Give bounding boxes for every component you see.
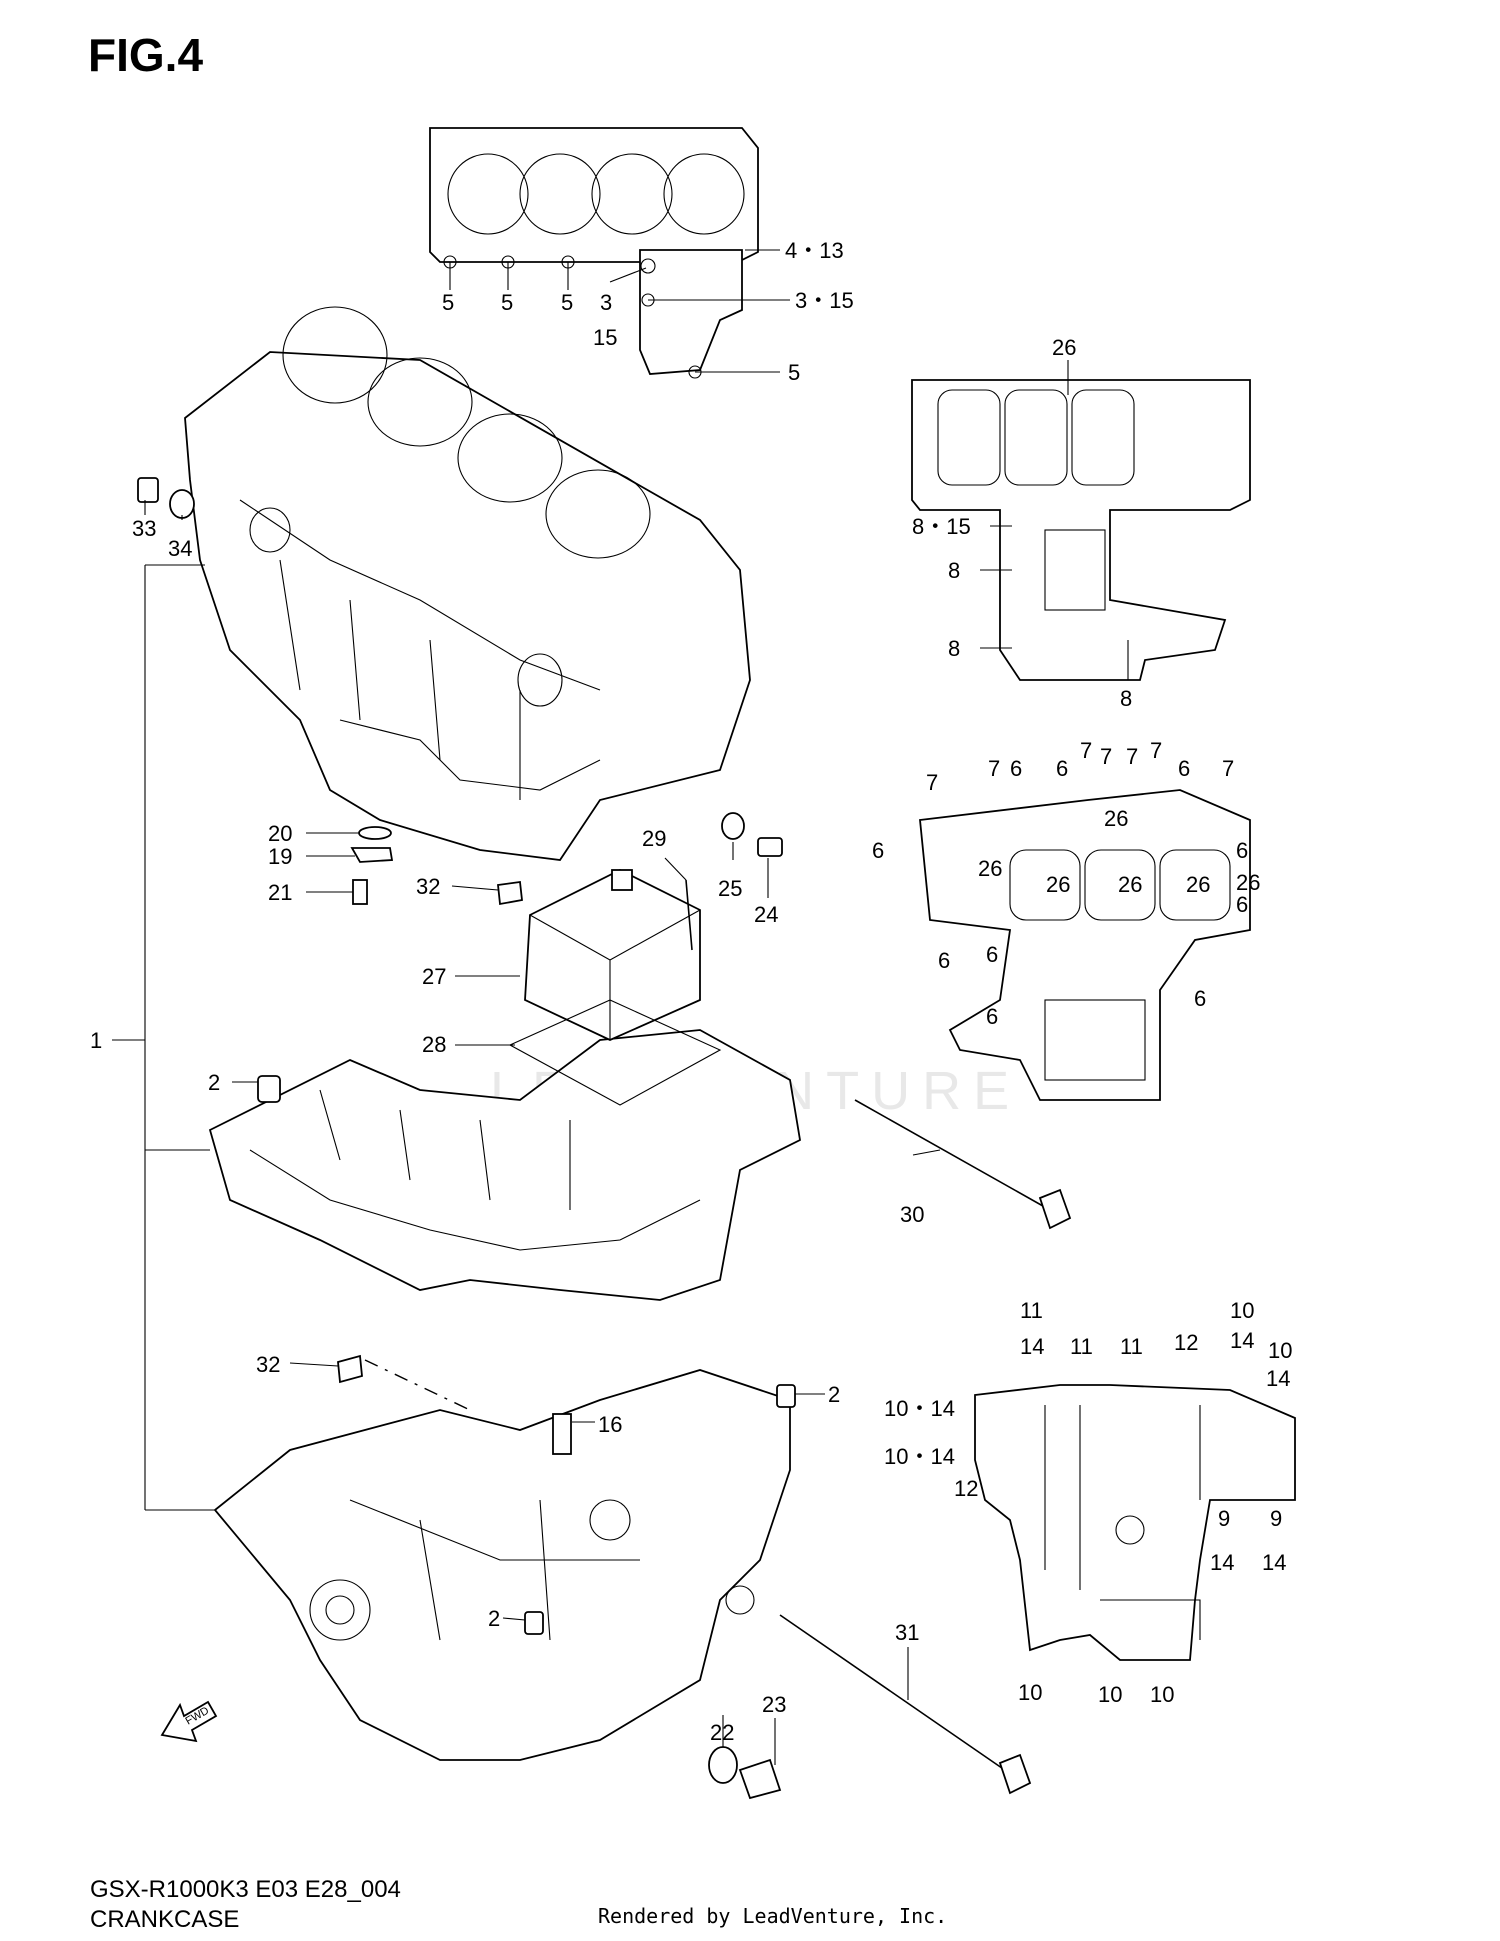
callout-7: 7 xyxy=(1222,756,1234,781)
callout-11: 11 xyxy=(1070,1334,1093,1359)
callout-6: 6 xyxy=(872,838,884,863)
callout-10: 10 xyxy=(1150,1682,1174,1707)
callout-31: 31 xyxy=(895,1620,919,1645)
bolt-30 xyxy=(854,1099,1072,1230)
callout-6: 6 xyxy=(986,1004,998,1029)
figure-name: CRANKCASE xyxy=(90,1906,240,1933)
figure-code: GSX-R1000K3 E03 E28_004 xyxy=(90,1876,401,1903)
callout-2: 2 xyxy=(208,1070,220,1095)
callout-8: 8 xyxy=(948,636,960,661)
cover-gasket xyxy=(508,999,722,1106)
figure-title: FIG.4 xyxy=(88,29,204,81)
callout-6: 6 xyxy=(1194,986,1206,1011)
callout-6: 6 xyxy=(1236,892,1248,917)
callout-5: 5 xyxy=(501,290,513,315)
callout-10-14: 10・14 xyxy=(884,1444,955,1469)
bolt-31 xyxy=(779,1614,1032,1795)
callout-1: 1 xyxy=(90,1028,102,1053)
callout-14: 14 xyxy=(1262,1550,1286,1575)
callout-10-14: 10・14 xyxy=(884,1396,955,1421)
callout-28: 28 xyxy=(422,1032,446,1057)
callout-6: 6 xyxy=(1236,838,1248,863)
callout-26: 26 xyxy=(1118,872,1142,897)
callout-23: 23 xyxy=(762,1692,786,1717)
callout-19: 19 xyxy=(268,844,292,869)
callouts: 4・13 5 5 5 3 15 3・15 5 26 8・15 8 8 8 33 … xyxy=(90,238,1292,1745)
callout-29: 29 xyxy=(642,826,666,851)
callout-11: 11 xyxy=(1020,1298,1043,1323)
fwd-arrow-icon: FWD xyxy=(160,1700,218,1743)
callout-9: 9 xyxy=(1270,1506,1282,1531)
callout-2: 2 xyxy=(488,1606,500,1631)
callout-34: 34 xyxy=(168,536,192,561)
callout-5: 5 xyxy=(788,360,800,385)
callout-16: 16 xyxy=(598,1412,622,1437)
upper-case-top-view xyxy=(911,379,1251,681)
callout-12: 12 xyxy=(954,1476,978,1501)
callout-8-15: 8・15 xyxy=(912,514,971,539)
callout-14: 14 xyxy=(1230,1328,1254,1353)
small-parts xyxy=(137,477,796,1800)
callout-26: 26 xyxy=(978,856,1002,881)
callout-5: 5 xyxy=(442,290,454,315)
callout-27: 27 xyxy=(422,964,446,989)
callout-10: 10 xyxy=(1098,1682,1122,1707)
callout-7: 7 xyxy=(926,770,938,795)
callout-15: 15 xyxy=(593,325,617,350)
callout-8: 8 xyxy=(948,558,960,583)
callout-14: 14 xyxy=(1210,1550,1234,1575)
callout-6: 6 xyxy=(938,948,950,973)
callout-5: 5 xyxy=(561,290,573,315)
callout-7: 7 xyxy=(1126,744,1138,769)
upper-crankcase xyxy=(184,306,751,861)
callout-9: 9 xyxy=(1218,1506,1230,1531)
callout-6: 6 xyxy=(1010,756,1022,781)
center-line xyxy=(364,1359,471,1411)
callout-6: 6 xyxy=(1178,756,1190,781)
callout-3: 3 xyxy=(600,290,612,315)
callout-14: 14 xyxy=(1266,1366,1290,1391)
callout-7: 7 xyxy=(1100,744,1112,769)
oil-cooler-cover xyxy=(524,868,701,1041)
callout-6: 6 xyxy=(986,942,998,967)
lower-case-bottom-view xyxy=(974,1384,1296,1661)
callout-33: 33 xyxy=(132,516,156,541)
callout-3-15: 3・15 xyxy=(795,288,854,313)
callout-21: 21 xyxy=(268,880,292,905)
callout-26: 26 xyxy=(1186,872,1210,897)
callout-6: 6 xyxy=(1056,756,1068,781)
crankcase-mid-view xyxy=(919,789,1251,1101)
oil-pan-case xyxy=(213,1369,791,1761)
callout-20: 20 xyxy=(268,821,292,846)
callout-25: 25 xyxy=(718,876,742,901)
head-gasket xyxy=(429,127,759,379)
callout-4-13: 4・13 xyxy=(785,238,844,263)
callout-32: 32 xyxy=(256,1352,280,1377)
callout-11: 11 xyxy=(1120,1334,1143,1359)
callout-8: 8 xyxy=(1120,686,1132,711)
callout-26: 26 xyxy=(1104,806,1128,831)
callout-12: 12 xyxy=(1174,1330,1198,1355)
lower-crankcase xyxy=(208,1029,801,1301)
callout-14: 14 xyxy=(1020,1334,1044,1359)
callout-32: 32 xyxy=(416,874,440,899)
callout-7: 7 xyxy=(1080,738,1092,763)
callout-26: 26 xyxy=(1236,870,1260,895)
rendered-by: Rendered by LeadVenture, Inc. xyxy=(598,1904,948,1928)
callout-10: 10 xyxy=(1230,1298,1254,1323)
callout-10: 10 xyxy=(1268,1338,1292,1363)
callout-26: 26 xyxy=(1046,872,1070,897)
callout-24: 24 xyxy=(754,902,778,927)
callout-30: 30 xyxy=(900,1202,924,1227)
callout-22: 22 xyxy=(710,1720,734,1745)
callout-10: 10 xyxy=(1018,1680,1042,1705)
callout-7: 7 xyxy=(988,756,1000,781)
callout-26: 26 xyxy=(1052,335,1076,360)
callout-2: 2 xyxy=(828,1382,840,1407)
leader-lines xyxy=(112,249,1129,1765)
callout-7: 7 xyxy=(1150,738,1162,763)
